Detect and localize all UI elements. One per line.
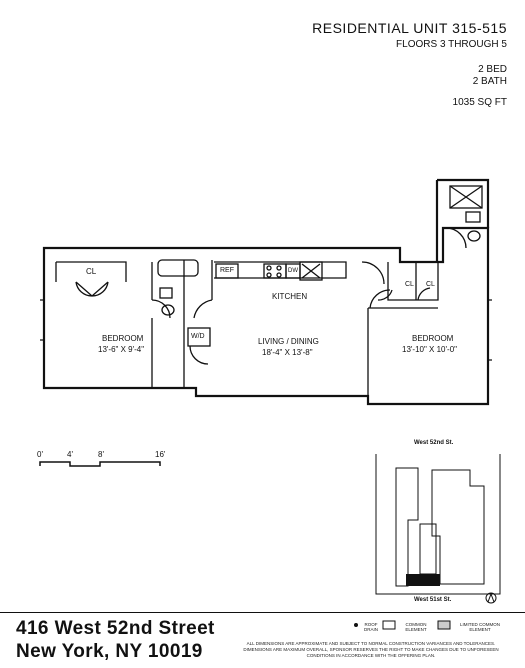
- scale-tick-0: 0': [37, 450, 43, 459]
- area-label: 1035 SQ FT: [452, 97, 507, 108]
- shower: [449, 185, 483, 209]
- beds-label: 2 BED: [478, 64, 507, 75]
- scale-tick-8: 8': [98, 450, 104, 459]
- refrigerator: [215, 263, 239, 279]
- closet-right-walls: [387, 262, 439, 301]
- bedroom-right-dims: 13'-10" X 10'-0": [402, 345, 457, 354]
- outer-wall: [42, 226, 490, 406]
- washer-dryer-label: W/D: [191, 333, 205, 340]
- closet-left-wall: [55, 261, 127, 282]
- kitchen-sink: [299, 261, 323, 281]
- disclaimer-text: ALL DIMENSIONS ARE APPROXIMATE AND SUBJE…: [243, 641, 499, 658]
- address-line-2: New York, NY 10019: [16, 641, 203, 662]
- common-element-icon: [382, 620, 396, 630]
- living-dims: 18'-4" X 13'-8": [262, 348, 313, 357]
- legend-roof-drain: ROOF DRAIN: [363, 622, 378, 632]
- legend-limited-common-element: LIMITED COMMON ELEMENT: [460, 622, 500, 632]
- closet-label-right-1: CL: [405, 281, 414, 288]
- footer-rule: [0, 612, 525, 613]
- bedroom-left-name: BEDROOM: [102, 334, 144, 343]
- roof-drain-icon: [354, 623, 358, 627]
- bedroom-left-dims: 13'-6" X 9'-4": [98, 345, 145, 354]
- dishwasher-label: DW: [288, 268, 298, 274]
- kitchen-label: KITCHEN: [272, 292, 308, 301]
- bath-door-arc: [193, 299, 213, 319]
- unit-location-marker: [406, 574, 440, 586]
- wd-door: [189, 345, 209, 365]
- baths-label: 2 BATH: [472, 76, 507, 87]
- key-plan: [375, 454, 501, 595]
- bathtub-left: [157, 259, 199, 277]
- closet-label-left: CL: [86, 267, 97, 276]
- washer-dryer-box: [187, 327, 211, 347]
- address-line-1: 416 West 52nd Street: [16, 618, 215, 639]
- sink-right: [465, 211, 481, 223]
- limited-common-element-icon: [437, 620, 451, 630]
- bath-tower: [435, 178, 490, 262]
- bath-right-door: [445, 227, 467, 249]
- bedroom-right-door: [369, 289, 391, 309]
- living-name: LIVING / DINING: [258, 337, 319, 346]
- toilet-right: [467, 230, 481, 242]
- refrigerator-label: REF: [220, 267, 234, 274]
- scale-tick-16: 16': [155, 450, 166, 459]
- sink-left: [159, 287, 173, 299]
- entry-door: [361, 261, 385, 285]
- floors-label: FLOORS 3 THROUGH 5: [396, 39, 507, 50]
- toilet-left: [161, 304, 175, 316]
- closet-right-door-1: [377, 289, 393, 301]
- bedroom-right-name: BEDROOM: [412, 334, 454, 343]
- scale-tick-4: 4': [67, 450, 73, 459]
- bath-left-sep: [183, 260, 213, 388]
- closet-right-door-2: [417, 287, 431, 301]
- street-north-label: West 52nd St.: [414, 440, 454, 446]
- street-south-label: West 51st St.: [414, 597, 452, 603]
- scale-bar: [39, 461, 161, 467]
- north-arrow-icon: [485, 592, 497, 604]
- closet-left-doors: [75, 281, 109, 297]
- legend-common-element: COMMON ELEMENT: [405, 622, 427, 632]
- unit-title: RESIDENTIAL UNIT 315-515: [312, 20, 507, 36]
- bedroom-right-wall: [367, 307, 438, 396]
- closet-label-right-2: CL: [426, 281, 435, 288]
